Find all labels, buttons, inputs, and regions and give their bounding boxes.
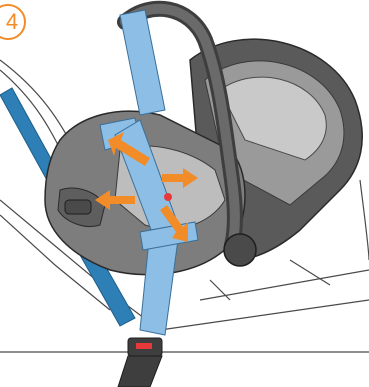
step-number: 4	[0, 11, 18, 33]
belt-clip	[164, 193, 172, 201]
belt-buckle	[118, 338, 162, 387]
